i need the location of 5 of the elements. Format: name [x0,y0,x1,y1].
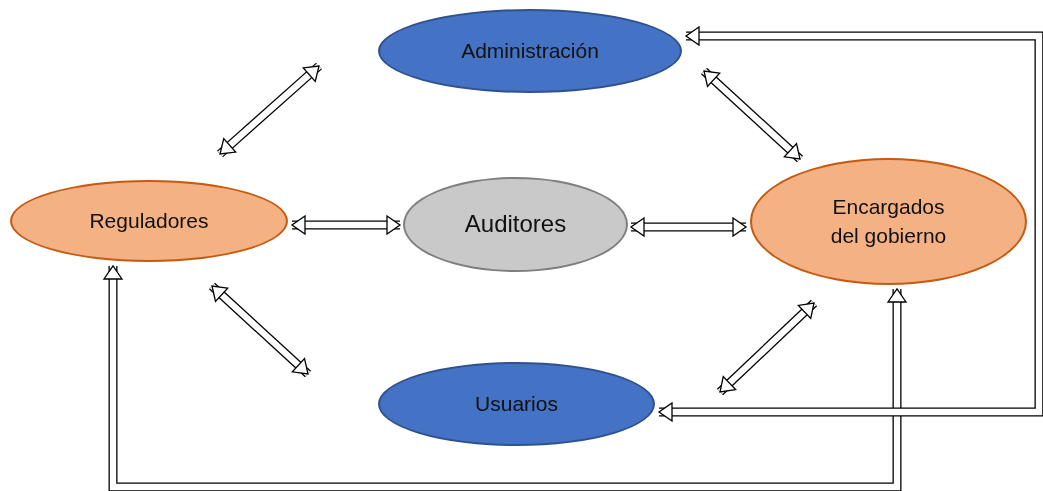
node-label: Auditores [464,209,567,240]
node-label: Reguladores [89,207,209,234]
node-label: Administración [461,37,599,64]
node-label: Usuarios [475,390,558,417]
node-label: Encargados del gobierno [829,194,948,249]
